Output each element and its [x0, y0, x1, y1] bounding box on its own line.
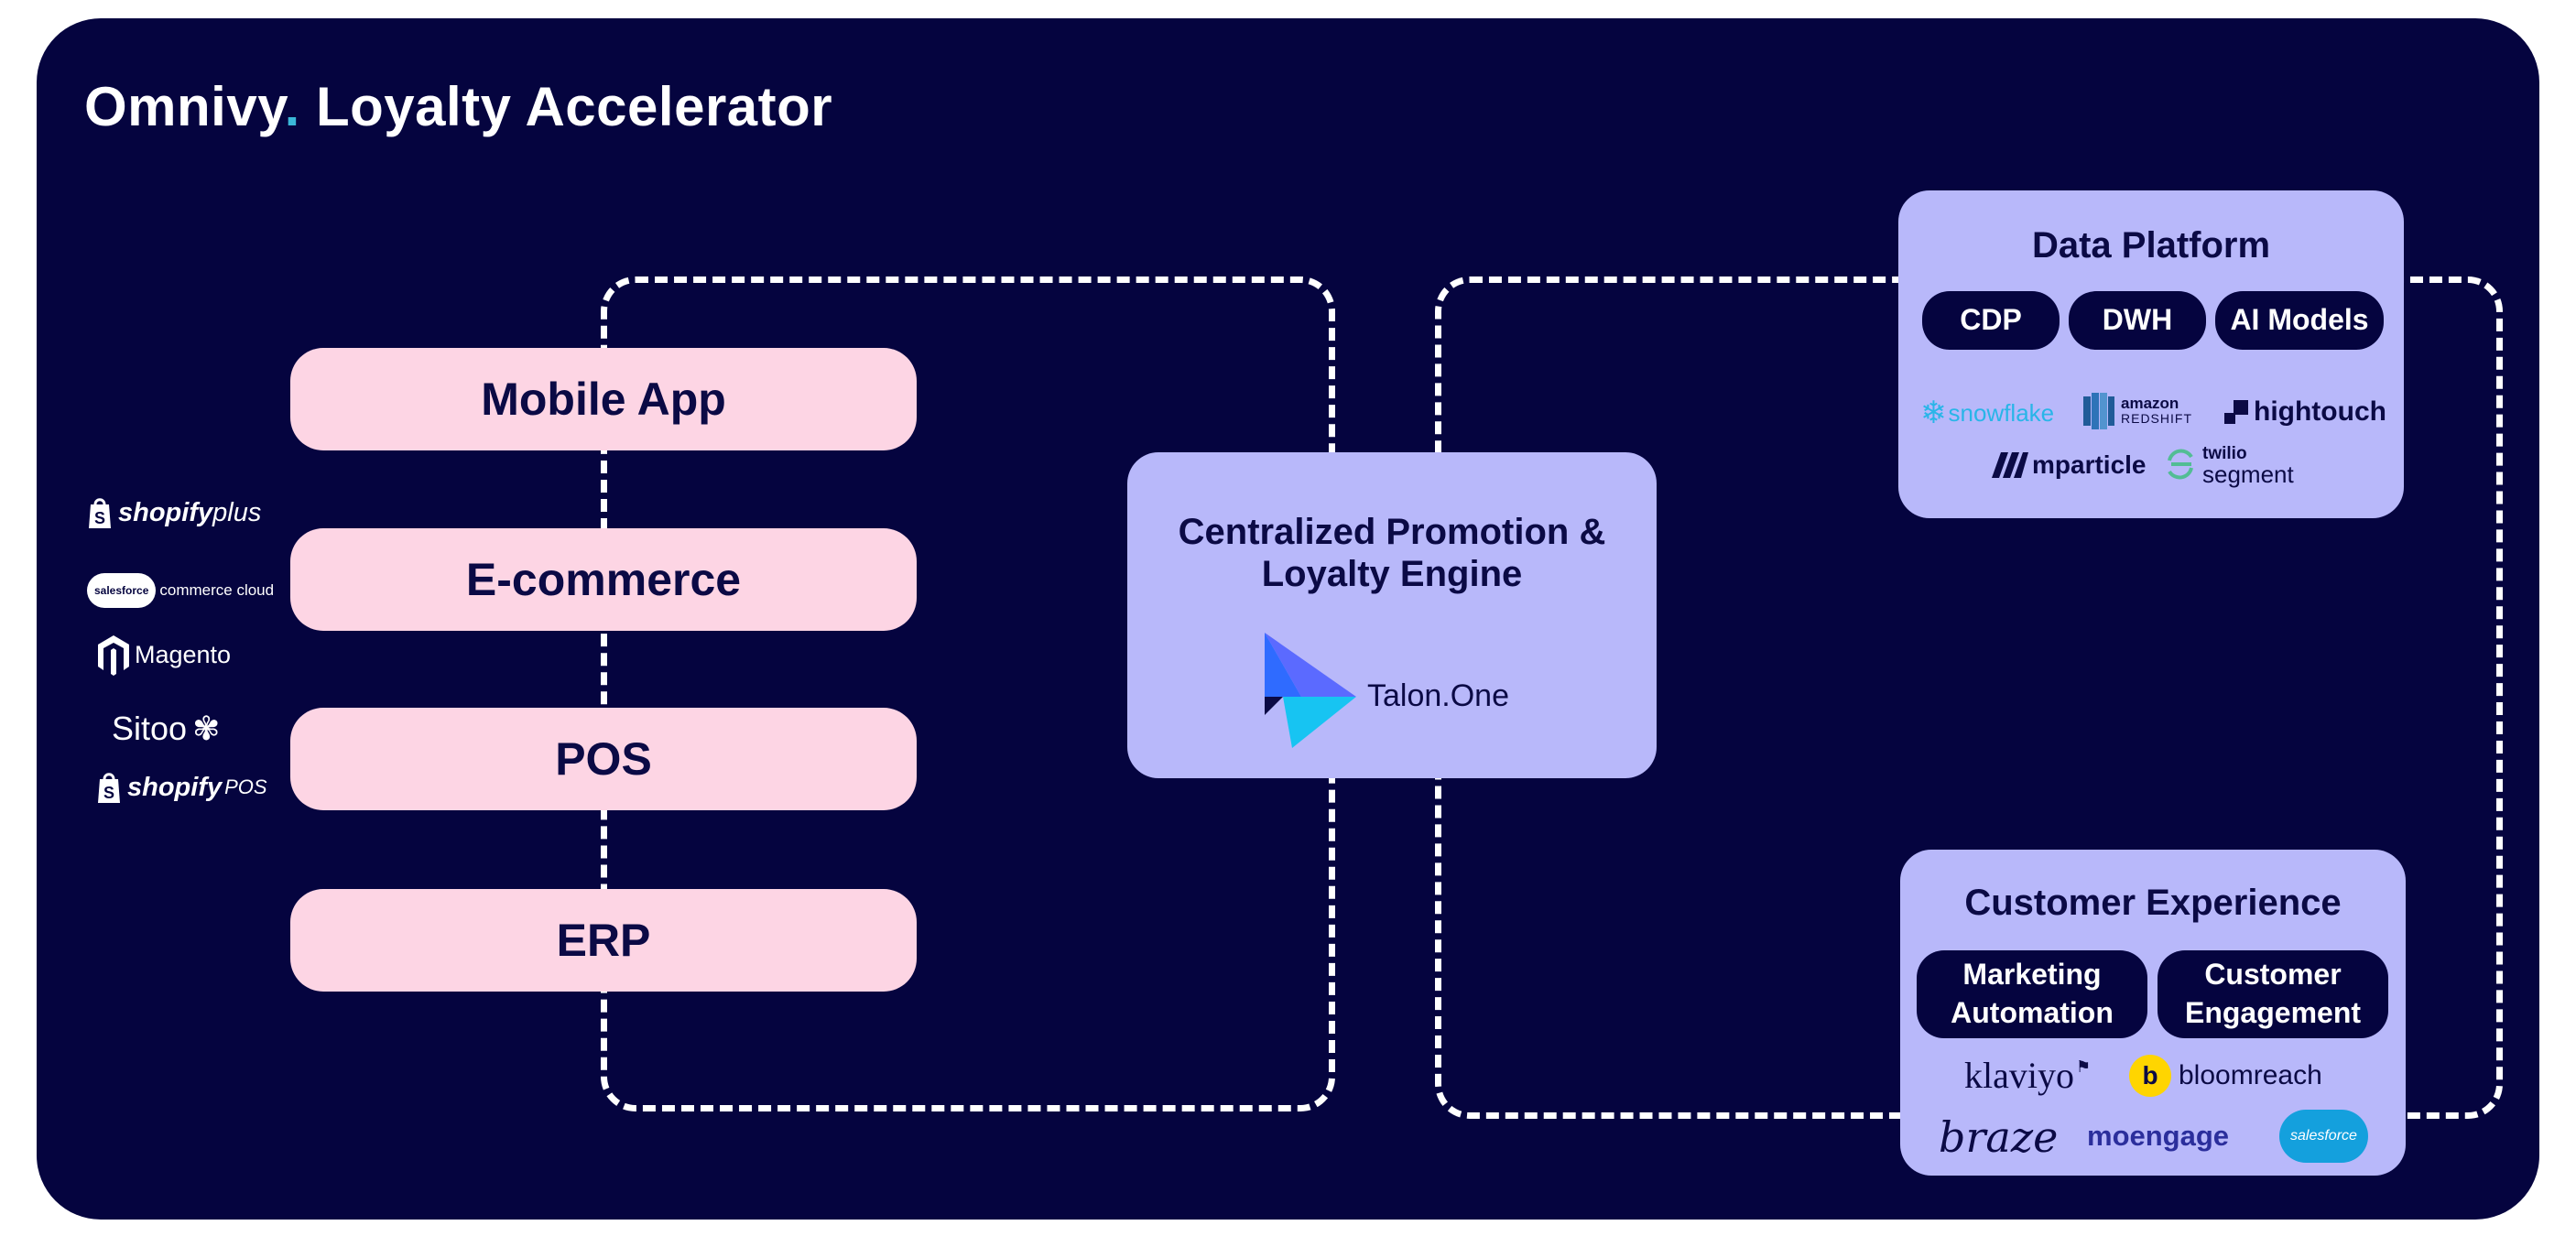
- segment-icon: [2168, 449, 2193, 480]
- redshift-icon: [2083, 393, 2114, 429]
- channel-label: POS: [555, 733, 652, 785]
- magento-icon: [98, 635, 129, 676]
- engine-title-line2: Loyalty Engine: [1261, 554, 1523, 594]
- mparticle-icon: [1992, 452, 2028, 478]
- svg-text:S: S: [103, 784, 114, 802]
- shopify-plus-suffix: plus: [212, 497, 262, 527]
- tag-cdp: CDP: [1922, 291, 2060, 350]
- tag-dwh: DWH: [2069, 291, 2206, 350]
- tag-line2: Engagement: [2184, 996, 2362, 1029]
- channel-label: E-commerce: [465, 554, 742, 605]
- product-name: Loyalty Accelerator: [315, 76, 833, 137]
- segment-top: twilio: [2202, 444, 2247, 463]
- shopify-bag-icon: S: [98, 773, 120, 803]
- twilio-segment-logo: twilio segment: [2164, 439, 2294, 489]
- magento-wordmark: Magento: [135, 640, 232, 668]
- tag-ai-models: AI Models: [2215, 291, 2384, 350]
- mparticle-wordmark: mparticle: [2032, 450, 2147, 479]
- brand-name: Omnivy: [84, 76, 285, 137]
- klaviyo-wordmark: klaviyo: [1964, 1054, 2074, 1096]
- sitoo-flower-icon: ✾: [192, 710, 221, 747]
- data-platform-title: Data Platform: [2031, 225, 2271, 266]
- brand-dot: .: [284, 76, 300, 137]
- redshift-bottom: REDSHIFT: [2121, 411, 2192, 426]
- channel-label: ERP: [556, 915, 651, 966]
- redshift-top: amazon: [2121, 395, 2179, 412]
- tag-line1: Customer: [2204, 958, 2342, 992]
- bloomreach-wordmark: bloomreach: [2179, 1060, 2322, 1090]
- klaviyo-flag-icon: ⚑: [2075, 1057, 2092, 1076]
- salesforce-cloud-icon: salesforce: [2279, 1110, 2368, 1163]
- promotion-loyalty-engine: Centralized Promotion & Loyalty Engine T…: [1127, 452, 1657, 778]
- magento-logo: Magento: [96, 632, 231, 678]
- braze-logo: braze: [1939, 1110, 2058, 1165]
- salesforce-cloud-badge: salesforce: [87, 573, 157, 608]
- diagram-canvas: Omnivy. Loyalty Accelerator Mobile App E…: [37, 18, 2539, 1220]
- page-title: Omnivy. Loyalty Accelerator: [84, 75, 832, 138]
- engine-title-line1: Centralized Promotion &: [1178, 512, 1606, 552]
- segment-bottom: segment: [2202, 461, 2294, 488]
- klaviyo-logo: klaviyo ⚑: [1964, 1051, 2091, 1099]
- hightouch-wordmark: hightouch: [2254, 396, 2386, 427]
- tag-marketing-automation: Marketing Automation: [1917, 950, 2147, 1038]
- talon-one-icon: [1265, 633, 1356, 748]
- channel-ecommerce: E-commerce: [290, 528, 917, 631]
- tag-line1: Marketing: [1962, 958, 2102, 992]
- talon-one-logo: Talon.One: [1265, 632, 1509, 749]
- channel-erp: ERP: [290, 889, 917, 992]
- snowflake-icon: ❄: [1920, 396, 1947, 430]
- data-platform-box: Data Platform CDP DWH AI Models ❄ snowfl…: [1898, 190, 2404, 518]
- customer-experience-box: Customer Experience Marketing Automation…: [1900, 850, 2406, 1176]
- hightouch-icon: [2224, 400, 2248, 424]
- tag-customer-engagement: Customer Engagement: [2158, 950, 2388, 1038]
- bloomreach-icon: b: [2129, 1055, 2171, 1097]
- braze-wordmark: braze: [1939, 1112, 2059, 1162]
- shopify-pos-suffix: POS: [224, 775, 267, 798]
- salesforce-commerce-cloud-logo: salesforce commerce cloud: [87, 570, 274, 611]
- tag-line2: Automation: [1951, 996, 2114, 1029]
- amazon-redshift-logo: amazon REDSHIFT: [2081, 388, 2192, 434]
- snowflake-logo: ❄ snowflake: [1920, 394, 2054, 432]
- moengage-wordmark: moengage: [2087, 1120, 2230, 1152]
- shopify-bag-icon: S: [89, 498, 111, 528]
- shopify-wordmark: shopify: [127, 772, 223, 802]
- talon-one-wordmark: Talon.One: [1367, 678, 1509, 713]
- svg-text:S: S: [94, 509, 105, 527]
- engine-title: Centralized Promotion & Loyalty Engine: [1127, 511, 1657, 595]
- commerce-cloud-text: commerce cloud: [159, 581, 275, 599]
- customer-experience-title: Customer Experience: [1964, 883, 2342, 923]
- channel-label: Mobile App: [481, 374, 726, 425]
- hightouch-logo: hightouch: [2224, 392, 2386, 432]
- mparticle-logo: mparticle: [1992, 445, 2147, 485]
- salesforce-logo: salesforce: [2279, 1106, 2368, 1166]
- shopify-wordmark: shopify: [118, 497, 213, 527]
- snowflake-wordmark: snowflake: [1948, 398, 2055, 427]
- channel-mobile-app: Mobile App: [290, 348, 917, 450]
- channel-pos: POS: [290, 708, 917, 810]
- moengage-logo: moengage: [2087, 1115, 2229, 1157]
- bloomreach-logo: b bloomreach: [2129, 1053, 2322, 1099]
- sitoo-wordmark: Sitoo: [112, 710, 188, 747]
- sitoo-logo: Sitoo ✾: [112, 707, 220, 751]
